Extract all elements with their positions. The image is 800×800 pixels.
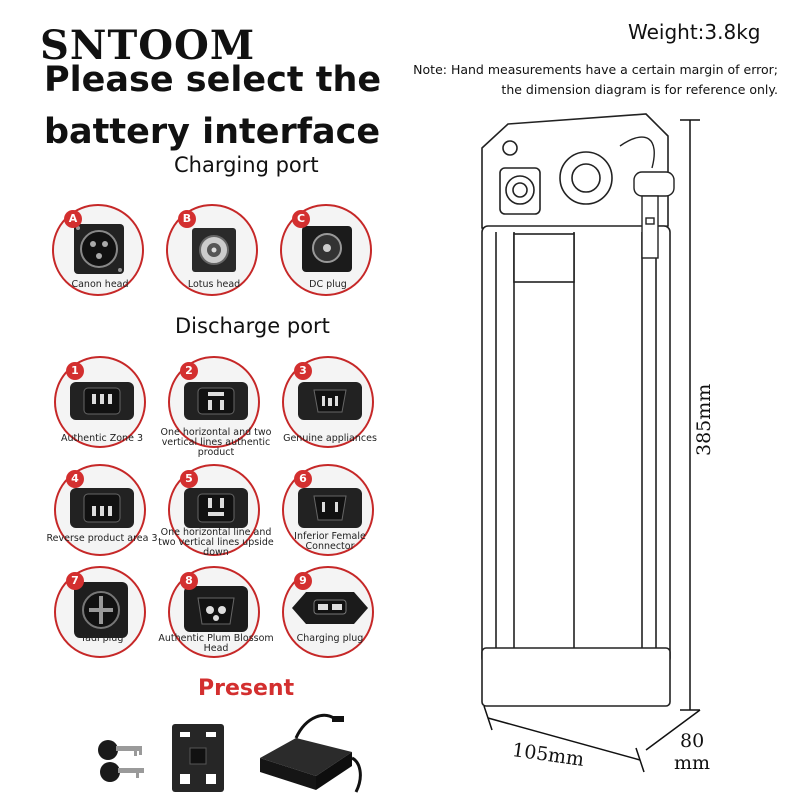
badge-4: 4 — [66, 470, 84, 488]
discharge-port-4-label: Reverse product area 3 — [46, 533, 158, 544]
battery-diagram — [481, 113, 675, 707]
mounting-plate-icon — [172, 724, 224, 792]
key-icon — [619, 136, 675, 259]
charging-port-b[interactable]: B Lotus head — [166, 204, 258, 296]
badge-2: 2 — [180, 362, 198, 380]
discharge-port-7-label: Yadi plug — [80, 633, 124, 644]
depth-dimension-value: 80 — [680, 730, 705, 752]
charging-port-title: Charging port — [174, 153, 319, 177]
badge-1: 1 — [66, 362, 84, 380]
discharge-port-9[interactable]: 9 Charging plug — [282, 566, 374, 658]
note-line-2: the dimension diagram is for reference o… — [501, 82, 778, 97]
discharge-port-8[interactable]: 8 Authentic Plum Blossom Head — [158, 566, 274, 658]
discharge-port-2-label: One horizontal and two vertical lines au… — [160, 427, 272, 458]
charging-port-a[interactable]: A Canon head — [52, 204, 144, 296]
discharge-port-6[interactable]: 6 Inferior Female Connector — [282, 464, 374, 556]
badge-5: 5 — [180, 470, 198, 488]
note-line-1: Note: Hand measurements have a certain m… — [413, 62, 778, 77]
badge-6: 6 — [294, 470, 312, 488]
female-connector-icon — [298, 488, 362, 528]
discharge-port-2[interactable]: 2 One horizontal and two vertical lines … — [161, 356, 271, 458]
discharge-port-title: Discharge port — [175, 314, 330, 338]
charging-port-b-label: Lotus head — [187, 279, 241, 290]
h2v-upside-down-icon — [184, 488, 248, 528]
discharge-port-1[interactable]: 1 Authentic Zone 3 — [54, 356, 146, 448]
badge-8: 8 — [180, 572, 198, 590]
discharge-port-5-label: One horizontal line and two vertical lin… — [158, 527, 274, 558]
discharge-port-3-label: Genuine appliances — [283, 433, 377, 444]
charger-icon — [260, 714, 362, 793]
badge-7: 7 — [66, 572, 84, 590]
dc-plug-icon — [302, 226, 352, 272]
discharge-port-8-label: Authentic Plum Blossom Head — [158, 633, 274, 654]
badge-9: 9 — [294, 572, 312, 590]
weight-label: Weight:3.8kg — [628, 20, 761, 44]
depth-dimension-unit: mm — [674, 752, 711, 774]
canon-head-icon — [74, 224, 124, 274]
badge-3: 3 — [294, 362, 312, 380]
discharge-port-7[interactable]: 7 Yadi plug — [54, 566, 146, 658]
height-dimension-label: 385mm — [693, 383, 715, 456]
discharge-port-4[interactable]: 4 Reverse product area 3 — [46, 464, 158, 556]
discharge-port-5[interactable]: 5 One horizontal line and two vertical l… — [158, 464, 274, 558]
badge-b: B — [178, 210, 196, 228]
plum-blossom-head-icon — [184, 586, 248, 632]
badge-a: A — [64, 210, 82, 228]
charging-port-a-label: Canon head — [71, 279, 129, 290]
present-title: Present — [198, 676, 295, 701]
brand-logo: SNTOOM — [40, 22, 256, 69]
yadi-plug-icon — [74, 582, 128, 638]
discharge-port-9-label: Charging plug — [296, 633, 364, 644]
headline-line-1: Please select the — [44, 60, 382, 100]
charging-port-c[interactable]: C DC plug — [280, 204, 372, 296]
dimension-lines — [483, 119, 701, 773]
lotus-head-icon — [192, 228, 236, 272]
h2v-connector-icon — [184, 382, 248, 420]
charging-plug-icon — [292, 592, 368, 624]
discharge-port-3[interactable]: 3 Genuine appliances — [282, 356, 377, 448]
headline-line-2: battery interface — [44, 112, 381, 152]
discharge-port-1-label: Authentic Zone 3 — [61, 433, 143, 444]
charging-port-c-label: DC plug — [309, 279, 347, 290]
zone-3-connector-icon — [70, 382, 134, 420]
keys-icon — [98, 740, 144, 782]
reverse-zone-3-icon — [70, 488, 134, 528]
discharge-port-6-label: Inferior Female Connector — [294, 531, 366, 552]
badge-c: C — [292, 210, 310, 228]
appliance-socket-icon — [298, 382, 362, 420]
